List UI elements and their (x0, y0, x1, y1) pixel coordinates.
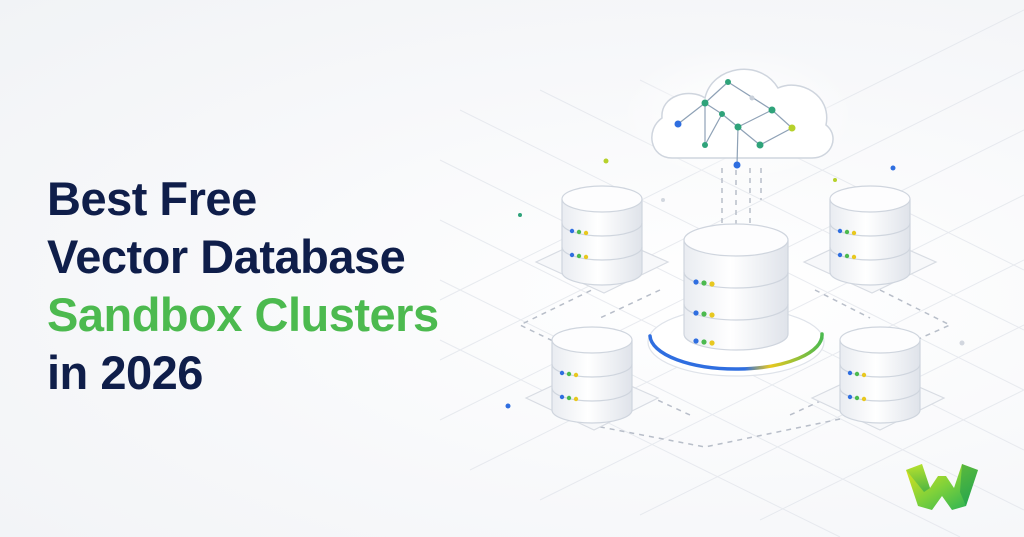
database-server-icon (551, 326, 633, 424)
headline-line-2: Vector Database (47, 230, 406, 283)
w-brand-logo (906, 464, 978, 510)
cloud-network-icon (651, 68, 834, 169)
database-server-icon (839, 326, 921, 424)
database-server-icon (683, 223, 789, 351)
headline-line-4: in 2026 (47, 346, 203, 399)
headline: Best Free Vector Database Sandbox Cluste… (47, 170, 439, 402)
database-server-icon (829, 185, 911, 286)
headline-line-3: Sandbox Clusters (47, 288, 439, 341)
database-server-icon (561, 185, 643, 286)
headline-line-1: Best Free (47, 172, 257, 225)
